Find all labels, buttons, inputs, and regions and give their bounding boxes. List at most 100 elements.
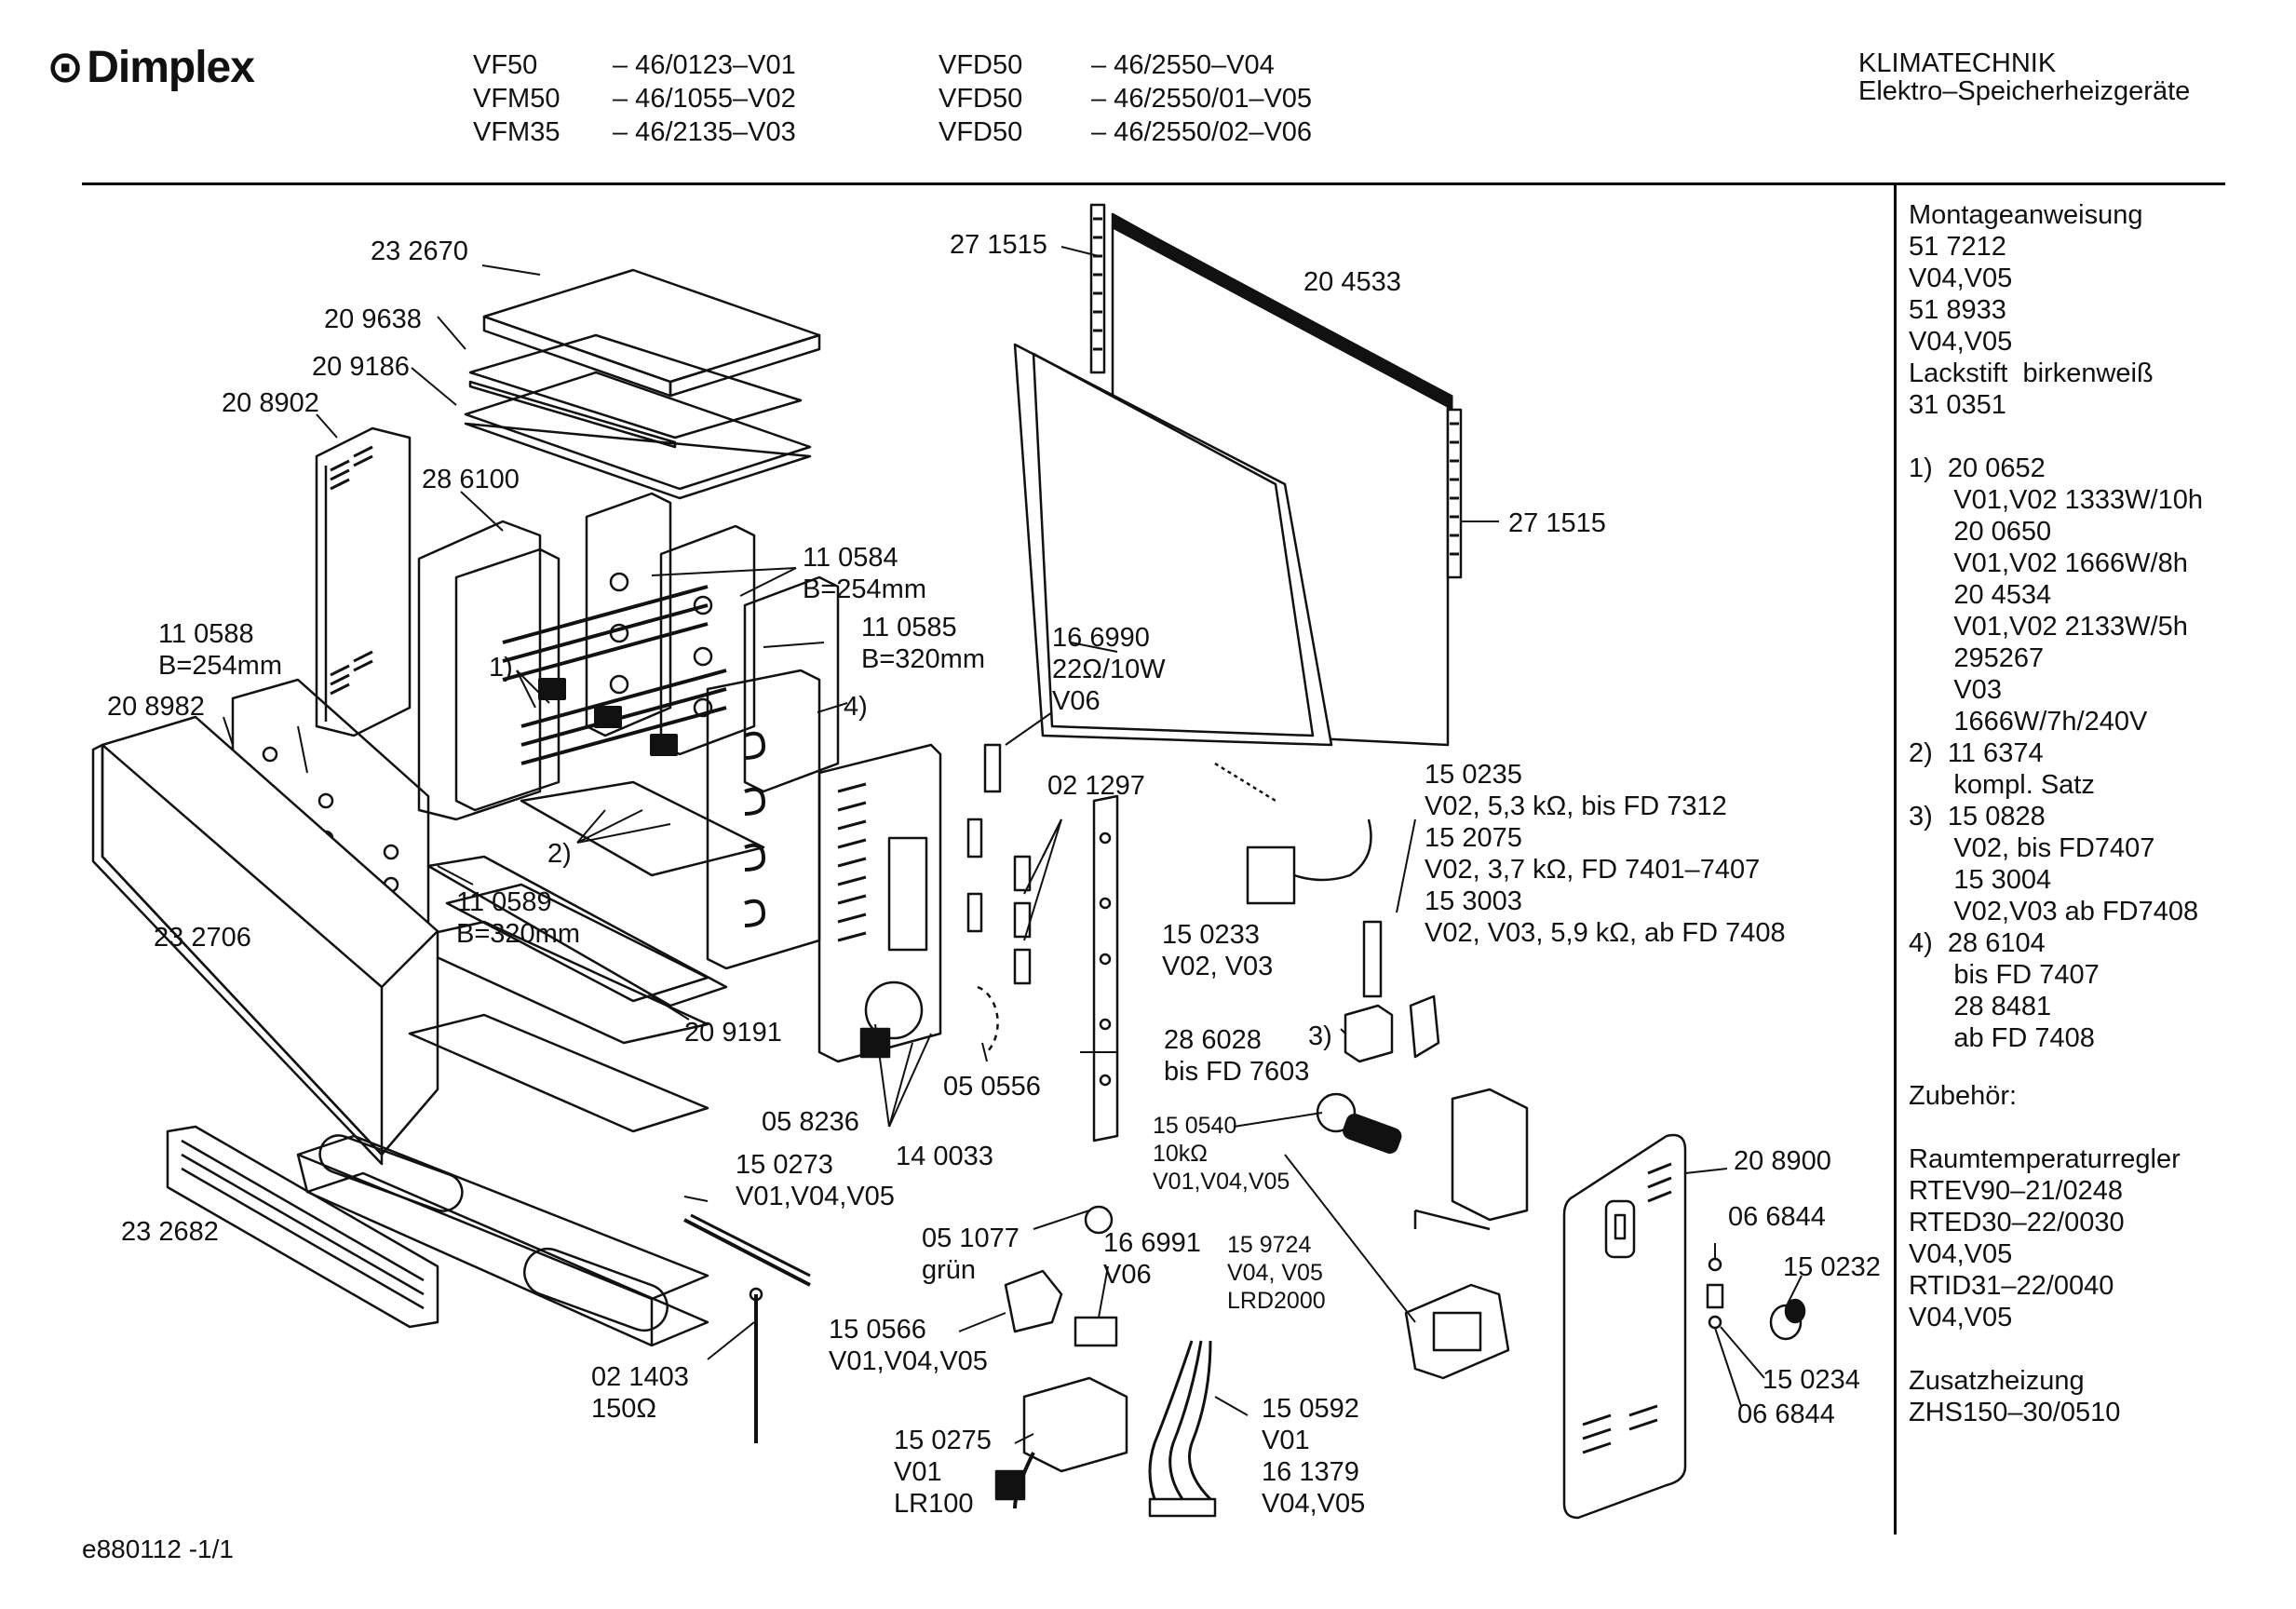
label-23-2706: 23 2706 (154, 923, 251, 953)
cable-02-1403 (749, 1287, 763, 1443)
label-06-6844-top: 06 6844 (1728, 1202, 1826, 1232)
label-27-1515-right: 27 1515 (1508, 508, 1606, 538)
model-VFD50-2: VFD50 (939, 84, 1023, 114)
model-code-4: – 46/2550–V04 (1091, 50, 1275, 80)
model-VFM35: VFM35 (473, 117, 560, 147)
model-code-2: – 46/1055–V02 (613, 84, 796, 114)
label-05-1077: 05 1077 grün (922, 1224, 1020, 1285)
label-20-8902: 20 8902 (222, 388, 319, 418)
label-05-0556: 05 0556 (943, 1072, 1041, 1102)
bushing (1706, 1283, 1724, 1309)
label-15-0234: 15 0234 (1763, 1365, 1860, 1395)
label-15-0232: 15 0232 (1783, 1252, 1881, 1282)
label-23-2670: 23 2670 (371, 237, 468, 266)
resistor-16-6991 (1074, 1316, 1118, 1347)
label-15-0273: 15 0273 V01,V04,V05 (736, 1150, 895, 1211)
label-06-6844-bottom: 06 6844 (1737, 1399, 1835, 1429)
document-code: e880112 -1/1 (82, 1535, 234, 1563)
base-tray (296, 1134, 709, 1347)
label-16-6991: 16 6991 V06 (1103, 1228, 1201, 1290)
wiring-harness (1148, 1340, 1217, 1518)
label-20-9191: 20 9191 (684, 1018, 782, 1048)
control-board (817, 743, 942, 1063)
bracket (1413, 1088, 1529, 1231)
sensor (1344, 920, 1440, 1063)
washer-2 (1708, 1315, 1722, 1330)
washer-1 (1708, 1257, 1722, 1272)
switch-15-0566 (1004, 1269, 1063, 1333)
label-11-0585: 11 0585 B=320mm (861, 613, 985, 674)
model-code-5: – 46/2550/01–V05 (1091, 84, 1313, 114)
logo-text: Dimplex (87, 42, 255, 92)
resistor (983, 743, 1002, 793)
sidebar-footnotes: 1) 20 0652 V01,V02 1333W/10h 20 0650 V01… (1909, 453, 2203, 1053)
label-15-0566: 15 0566 V01,V04,V05 (829, 1315, 988, 1376)
relays (966, 818, 1032, 985)
model-VFM50: VFM50 (473, 84, 560, 114)
label-20-8982: 20 8982 (107, 692, 205, 722)
side-panel-left (315, 426, 412, 737)
label-15-0592: 15 0592 V01 16 1379 V04,V05 (1262, 1394, 1366, 1519)
model-VF50: VF50 (473, 50, 538, 80)
sidebar-assembly-notes: Montageanweisung 51 7212 V04,V05 51 8933… (1909, 200, 2154, 420)
dimplex-logo: ⊙ Dimplex (47, 41, 255, 93)
sidebar-divider (1894, 183, 1897, 1535)
label-15-0540: 15 0540 10kΩ V01,V04,V05 (1153, 1113, 1290, 1195)
base-bricks (398, 780, 765, 1045)
top-plates (464, 333, 812, 500)
rear-panel (1013, 212, 1453, 747)
label-20-9186: 20 9186 (312, 352, 410, 382)
label-20-4533: 20 4533 (1303, 267, 1401, 297)
front-inner-panel (706, 669, 821, 970)
label-11-0584: 11 0584 B=254mm (803, 543, 926, 604)
label-15-0233: 15 0233 V02, V03 (1162, 920, 1274, 981)
label-28-6028: 28 6028 bis FD 7603 (1164, 1025, 1310, 1087)
potentiometer (1316, 1092, 1402, 1154)
storage-bricks (585, 492, 840, 793)
plinth-grille (166, 1125, 439, 1329)
header-rule (82, 183, 2225, 185)
label-15-0235-group: 15 0235 V02, 5,3 kΩ, bis FD 7312 15 2075… (1425, 760, 1786, 948)
label-note-4: 4) (844, 692, 868, 722)
label-note-2: 2) (547, 839, 572, 869)
thermostat (1214, 762, 1372, 905)
model-code-6: – 46/2550/02–V06 (1091, 117, 1313, 147)
label-20-8900: 20 8900 (1734, 1146, 1831, 1176)
label-28-6100: 28 6100 (422, 465, 520, 494)
bottom-plate (408, 883, 709, 1133)
heating-elements (502, 585, 727, 765)
label-20-9638: 20 9638 (324, 304, 422, 334)
leader-lines (223, 246, 1803, 1444)
controller-15-0275 (994, 1376, 1128, 1509)
side-panel-right (1562, 1133, 1687, 1520)
label-27-1515-top: 27 1515 (950, 230, 1047, 260)
front-cover (91, 715, 439, 1166)
switch-05-1077 (1084, 1205, 1114, 1235)
dial-arc (977, 985, 999, 1053)
label-11-0588: 11 0588 B=254mm (158, 619, 282, 681)
category: KLIMATECHNIK (1858, 48, 2057, 78)
sidebar-accessories: Zubehör: Raumtemperaturregler RTEV90–21/… (1909, 1081, 2181, 1332)
mounting-strip (1092, 794, 1119, 1143)
cable-15-0273 (683, 1213, 811, 1287)
model-VFD50-1: VFD50 (939, 50, 1023, 80)
drawing-canvas (91, 203, 1806, 1520)
label-note-3: 3) (1308, 1021, 1332, 1051)
label-02-1297: 02 1297 (1047, 771, 1145, 801)
label-15-0275: 15 0275 V01 LR100 (894, 1426, 992, 1519)
transformer (1404, 1283, 1510, 1380)
knob (1769, 1298, 1806, 1341)
label-11-0589: 11 0589 B=320mm (456, 887, 580, 949)
label-02-1403: 02 1403 150Ω (591, 1362, 689, 1424)
subcategory: Elektro–Speicherheizgeräte (1858, 76, 2191, 106)
vent-strip-right (1446, 408, 1463, 579)
label-note-1: 1) (489, 653, 513, 683)
model-code-3: – 46/2135–V03 (613, 117, 796, 147)
insulation-block (417, 520, 560, 821)
dimplex-logo-icon: ⊙ (47, 43, 84, 92)
label-16-6990: 16 6990 22Ω/10W V06 (1052, 623, 1166, 716)
label-15-9724: 15 9724 V04, V05 LRD2000 (1227, 1232, 1326, 1314)
model-code-1: – 46/0123–V01 (613, 50, 796, 80)
vent-strip-top (1089, 203, 1106, 374)
